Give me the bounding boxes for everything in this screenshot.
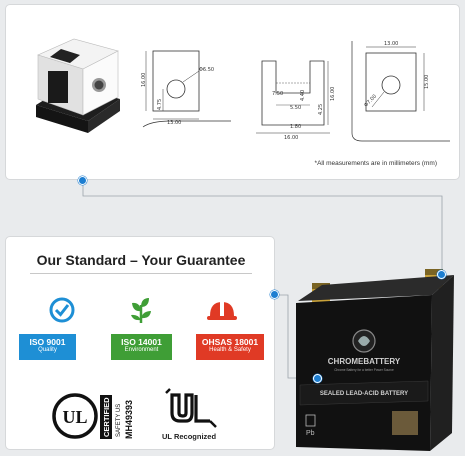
battery-label: SEALED LEAD-ACID BATTERY [320, 391, 408, 397]
ul-brand: UL [62, 407, 87, 427]
guarantee-title: Our Standard – Your Guarantee [36, 252, 246, 268]
title-divider [30, 273, 252, 274]
dim-width: 13.00 [384, 41, 398, 47]
battery-image: CHROMEBATTERY Chrome Battery for a bette… [296, 269, 454, 451]
ul-recognized-logo [165, 388, 217, 428]
cert-sub: Environment [124, 347, 159, 353]
callout-dot [437, 270, 446, 279]
dim-height: 15.00 [424, 75, 430, 89]
dim-b: 5.50 [290, 105, 301, 111]
terminal-render [36, 38, 120, 133]
cert-name: ISO 9001 [29, 337, 66, 347]
dim-hole: Φ6.50 [199, 67, 214, 73]
dim-e: 1.80 [290, 124, 301, 130]
measurement-note: *All measurements are in millimeters (mm… [314, 160, 437, 167]
dim-width: 16.00 [284, 135, 298, 141]
cert-sub: Quality [38, 347, 57, 353]
terminal-drawing-1: 16.00 13.00 Φ6.50 4.75 [141, 50, 231, 128]
dim-width: 13.00 [167, 120, 181, 126]
ul-certified-logo: UL CERTIFIED SAFETY US MH49393 [52, 393, 134, 439]
battery-tagline: Chrome Battery for a better Power Source [334, 368, 394, 372]
cert-sub: Health & Safety [209, 347, 251, 353]
ul-certified-text: CERTIFIED [102, 397, 111, 437]
cert-name: OHSAS 18001 [201, 337, 259, 347]
dim-offset: 4.75 [157, 99, 163, 110]
battery-brand: CHROMEBATTERY [328, 357, 401, 366]
dim-a: 7.50 [272, 91, 283, 97]
terminal-drawing-3: 13.00 15.00 Φ7.00 [351, 41, 450, 142]
callout-dot [313, 374, 322, 383]
hard-hat-icon [207, 300, 237, 320]
iso-9001-badge: ISO 9001 Quality [19, 334, 76, 360]
ul-recognized-label: UL Recognized [162, 432, 217, 441]
dim-height: 16.00 [141, 73, 147, 87]
terminal-dimensions-panel: 16.00 13.00 Φ6.50 4.75 7.50 5.50 4.40 4.… [5, 4, 460, 180]
dim-c: 4.40 [300, 90, 306, 101]
ul-code: MH49393 [124, 400, 134, 439]
terminal-drawing-2: 7.50 5.50 4.40 4.25 1.80 16.00 16.00 [256, 60, 336, 141]
callout-dot [78, 176, 87, 185]
ohsas-18001-badge: OHSAS 18001 Health & Safety [196, 334, 264, 360]
dim-height: 16.00 [330, 87, 336, 101]
cert-name: ISO 14001 [121, 337, 162, 347]
dim-d: 4.25 [318, 104, 324, 115]
check-circle-icon [49, 297, 75, 323]
guarantee-panel: Our Standard – Your Guarantee ISO 9001 Q… [5, 236, 275, 450]
plant-icon [131, 298, 151, 323]
battery-pb: Pb [306, 430, 315, 437]
callout-dot [270, 290, 279, 299]
ul-safety-text: SAFETY US [116, 404, 122, 437]
iso-14001-badge: ISO 14001 Environment [111, 334, 172, 360]
